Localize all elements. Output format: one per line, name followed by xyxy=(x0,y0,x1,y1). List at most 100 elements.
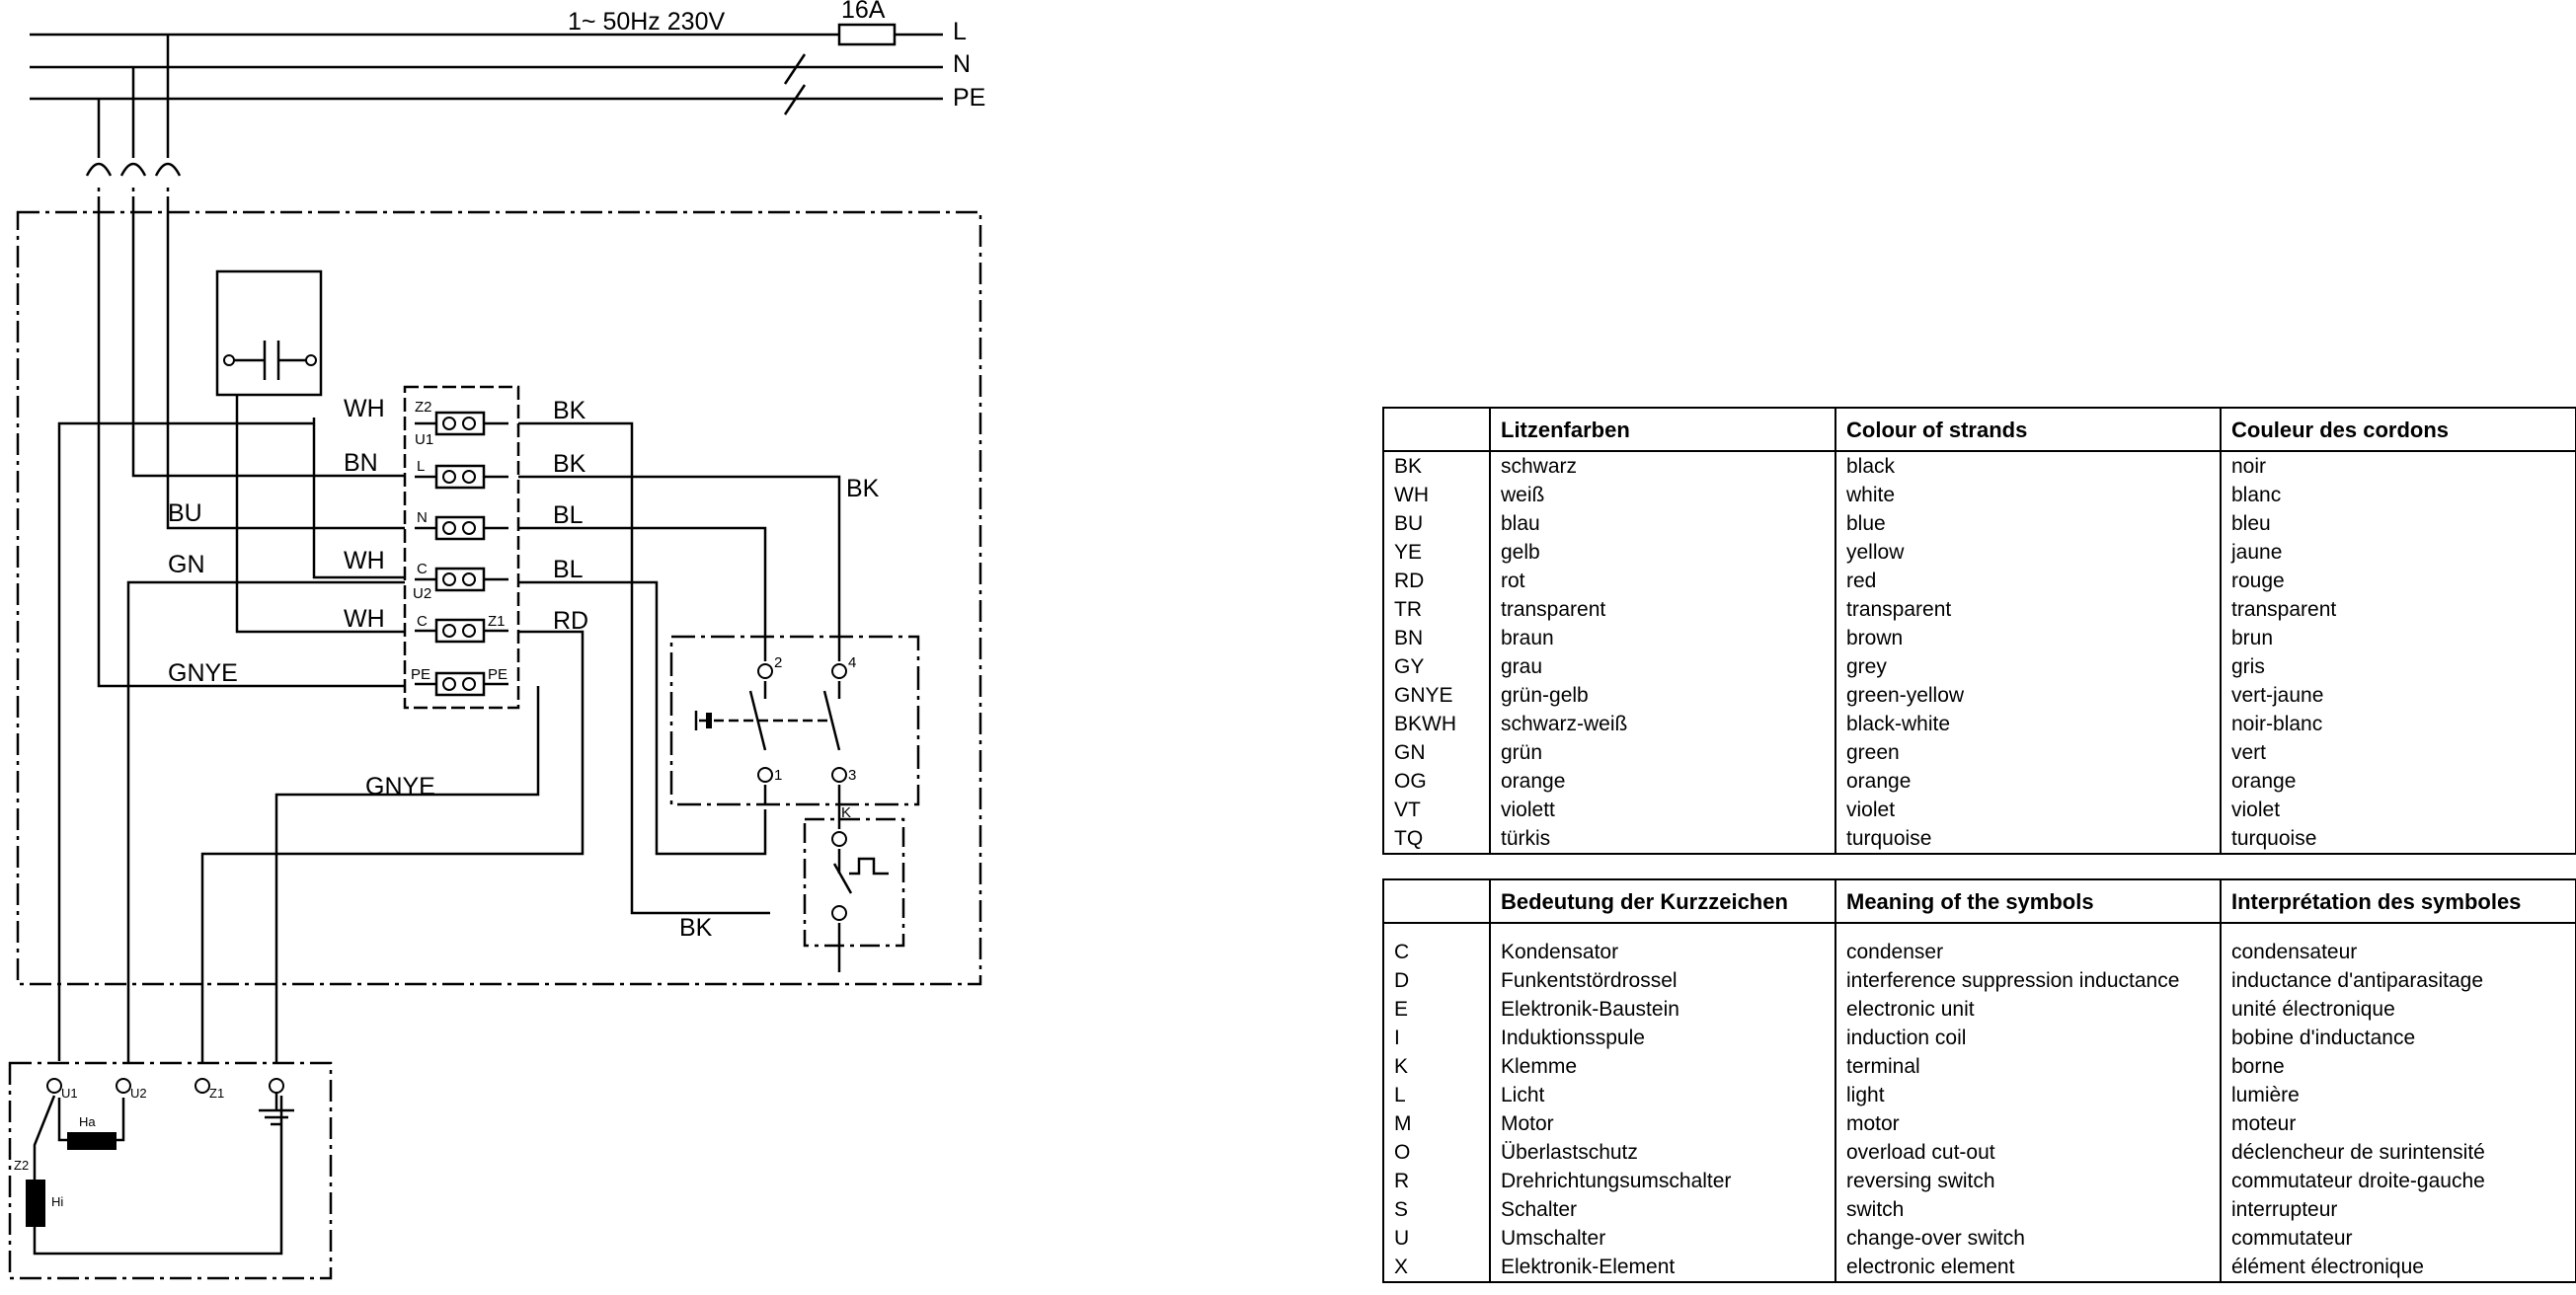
table-cell: GNYE xyxy=(1382,681,1491,710)
table-cell: grey xyxy=(1834,652,2222,681)
terminal-label: PE xyxy=(488,666,507,683)
supply-label: 1~ 50Hz 230V xyxy=(568,8,725,36)
table-cell: noir xyxy=(2220,451,2576,481)
table-cell: Induktionsspule xyxy=(1489,1024,1836,1052)
table-cell: TQ xyxy=(1382,824,1491,855)
table-cell: blue xyxy=(1834,509,2222,538)
wire-label: GNYE xyxy=(168,659,238,687)
table-cell: TR xyxy=(1382,595,1491,624)
table-cell: orange xyxy=(1834,767,2222,796)
table-header xyxy=(1382,878,1491,924)
table-cell: déclencheur de surintensité xyxy=(2220,1138,2576,1167)
winding-label: Hi xyxy=(51,1194,63,1209)
motor-terminal-label: U1 xyxy=(61,1086,78,1101)
table-cell: BKWH xyxy=(1382,710,1491,738)
table-cell: GY xyxy=(1382,652,1491,681)
wire-label: BK xyxy=(846,475,880,502)
table-cell: electronic unit xyxy=(1834,995,2222,1024)
table-cell: borne xyxy=(2220,1052,2576,1081)
table-cell: Licht xyxy=(1489,1081,1836,1109)
table-cell: weiß xyxy=(1489,481,1836,509)
terminal-label: N xyxy=(417,509,428,526)
table-cell: unité électronique xyxy=(2220,995,2576,1024)
table-cell: türkis xyxy=(1489,824,1836,855)
table-cell: induction coil xyxy=(1834,1024,2222,1052)
line-label-pe: PE xyxy=(953,84,985,112)
table-cell: grün xyxy=(1489,738,1836,767)
table-cell: turquoise xyxy=(1834,824,2222,855)
table-cell: interference suppression inductance xyxy=(1834,966,2222,995)
switch-contact-label: 1 xyxy=(774,767,782,784)
table-cell: U xyxy=(1382,1224,1491,1253)
wire-label: GNYE xyxy=(365,773,435,800)
table-cell: vert-jaune xyxy=(2220,681,2576,710)
table-cell: green-yellow xyxy=(1834,681,2222,710)
table-cell: black xyxy=(1834,451,2222,481)
switch-contact-label: 4 xyxy=(848,654,856,671)
table-cell: Klemme xyxy=(1489,1052,1836,1081)
table-cell: X xyxy=(1382,1253,1491,1283)
table-cell: rouge xyxy=(2220,567,2576,595)
table-cell: jaune xyxy=(2220,538,2576,567)
line-label-n: N xyxy=(953,50,971,78)
table-cell: gelb xyxy=(1489,538,1836,567)
table-cell: rot xyxy=(1489,567,1836,595)
terminal-label: L xyxy=(417,458,425,475)
table-cell: gris xyxy=(2220,652,2576,681)
table-cell: green xyxy=(1834,738,2222,767)
wire-label: BU xyxy=(168,499,202,527)
table-cell: turquoise xyxy=(2220,824,2576,855)
wire-label: BL xyxy=(553,556,584,583)
table-cell: orange xyxy=(1489,767,1836,796)
table-cell: overload cut-out xyxy=(1834,1138,2222,1167)
table-cell: transparent xyxy=(2220,595,2576,624)
table-cell: grau xyxy=(1489,652,1836,681)
table-cell: Motor xyxy=(1489,1109,1836,1138)
line-label-l: L xyxy=(953,18,967,45)
table-spacer xyxy=(1834,923,2222,938)
table-cell: reversing switch xyxy=(1834,1167,2222,1195)
table-spacer xyxy=(2220,923,2576,938)
table-cell: OG xyxy=(1382,767,1491,796)
table-cell: D xyxy=(1382,966,1491,995)
table-cell: condenser xyxy=(1834,938,2222,966)
table-cell: élément électronique xyxy=(2220,1253,2576,1283)
table-cell: Drehrichtungsumschalter xyxy=(1489,1167,1836,1195)
table-header: Couleur des cordons xyxy=(2220,407,2576,452)
switch-contact-label: 2 xyxy=(774,654,782,671)
table-cell: brown xyxy=(1834,624,2222,652)
table-cell: Elektronik-Element xyxy=(1489,1253,1836,1283)
wire-label: RD xyxy=(553,607,588,635)
table-cell: M xyxy=(1382,1109,1491,1138)
table-cell: interrupteur xyxy=(2220,1195,2576,1224)
table-cell: commutateur xyxy=(2220,1224,2576,1253)
table-header: Meaning of the symbols xyxy=(1834,878,2222,924)
wire-label: BN xyxy=(344,449,378,477)
table-cell: BK xyxy=(1382,451,1491,481)
table-spacer xyxy=(1382,923,1491,938)
table-cell: yellow xyxy=(1834,538,2222,567)
motor-terminal-label: Z2 xyxy=(14,1158,29,1173)
switch-contact-label: 3 xyxy=(848,767,856,784)
table-cell: grün-gelb xyxy=(1489,681,1836,710)
table-cell: VT xyxy=(1382,796,1491,824)
table-cell: Kondensator xyxy=(1489,938,1836,966)
table-cell: C xyxy=(1382,938,1491,966)
table-cell: change-over switch xyxy=(1834,1224,2222,1253)
table-cell: commutateur droite-gauche xyxy=(2220,1167,2576,1195)
table-cell: bleu xyxy=(2220,509,2576,538)
